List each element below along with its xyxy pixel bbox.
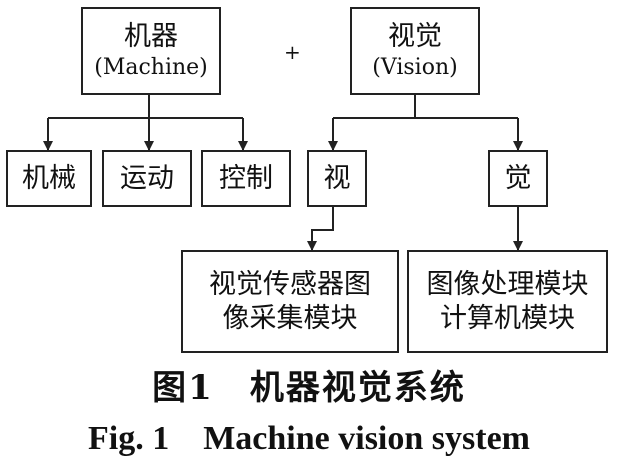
jixie-label: 机械: [22, 162, 76, 194]
jue-label: 觉: [504, 162, 532, 194]
plus-sign: +: [284, 40, 301, 64]
machine-label-en: (Machine): [94, 55, 208, 81]
machine-label-zh: 机器: [124, 21, 178, 53]
yundong-label: 运动: [120, 162, 174, 194]
see-module-line2: 像采集模块: [222, 302, 358, 334]
perceive-module-line2: 计算机模块: [440, 302, 575, 334]
vision-label-en: (Vision): [372, 55, 458, 81]
kongzhi-label: 控制: [219, 162, 273, 194]
perceive-module-line1: 图像处理模块: [426, 268, 589, 300]
see-module-line1: 视觉传感器图: [209, 268, 371, 300]
vision-label-zh: 视觉: [388, 21, 442, 53]
shi-box: 视: [307, 150, 367, 207]
arrow-to-see-module: [307, 205, 334, 251]
shi-label: 视: [323, 162, 351, 194]
machine-box: 机器 (Machine): [81, 7, 221, 95]
see-module-box: 视觉传感器图 像采集模块: [181, 250, 399, 353]
jixie-box: 机械: [6, 150, 92, 207]
vision-box: 视觉 (Vision): [350, 7, 480, 95]
figure-caption-en: Fig. 1 Machine vision system: [88, 420, 530, 457]
jue-box: 觉: [488, 150, 548, 207]
perceive-module-box: 图像处理模块 计算机模块: [407, 250, 608, 353]
yundong-box: 运动: [102, 150, 192, 207]
kongzhi-box: 控制: [201, 150, 291, 207]
figure-caption-zh: 图1 机器视觉系统: [152, 368, 466, 408]
